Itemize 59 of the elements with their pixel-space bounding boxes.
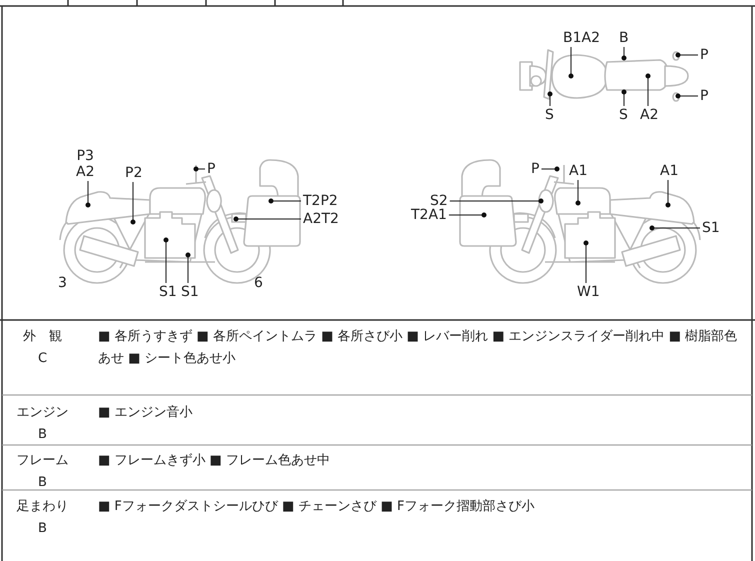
part-label: A2: [640, 107, 658, 123]
part-label: B1A2: [563, 30, 600, 46]
remark-text: ■ エンジン音小: [98, 404, 194, 422]
category-label: エンジン: [16, 404, 70, 422]
part-label: S1: [159, 284, 177, 300]
part-label: P: [207, 161, 216, 177]
leader-line: [268, 198, 302, 204]
category-label: 足まわり: [16, 498, 70, 516]
part-number: 3: [58, 274, 67, 293]
part-label: S: [545, 107, 554, 123]
category-label: フレーム: [16, 452, 70, 470]
grade-label: B: [37, 474, 48, 492]
leader-line: [449, 198, 544, 204]
remark-text: ■ フレームきず小 ■ フレーム色あせ中: [98, 452, 331, 470]
leader-line: [86, 180, 90, 208]
leader-line: [622, 46, 626, 60]
leader-line: [584, 240, 588, 284]
leader-line: [676, 52, 698, 58]
part-label: P2: [125, 165, 142, 181]
remark-text: ■ 各所うすきず ■ 各所ペイントムラ ■ 各所さび小 ■ レバー削れ ■ エンジンスライダー削れ中 ■ 樹脂部色あせ ■ シート色あせ小: [98, 328, 738, 368]
part-label: T2P2: [303, 193, 338, 209]
remark-text: ■ Fフォークダストシールひび ■ チェーンさび ■ Fフォーク摺動部さび小: [98, 498, 536, 516]
grade-label: C: [36, 350, 48, 368]
leader-line: [650, 226, 700, 230]
leader-line: [576, 180, 580, 206]
motorcycle-top-view-drawing: [519, 49, 689, 102]
leader-line: [130, 182, 136, 224]
part-label: S2: [430, 193, 448, 209]
leader-line: [676, 94, 698, 98]
part-label: A2: [76, 164, 94, 180]
leader-line: [568, 46, 574, 78]
leader-line: [666, 180, 670, 208]
part-label: B: [619, 30, 629, 46]
motorcycle-side-view-drawing: [459, 159, 701, 284]
leader-line: [194, 166, 206, 172]
leader-line: [448, 212, 486, 218]
leader-line: [540, 166, 560, 172]
leader-line: [646, 74, 650, 106]
leader-line: [186, 252, 190, 284]
part-label: S1: [181, 284, 199, 300]
part-label: T2A1: [411, 207, 447, 223]
part-label: W1: [577, 284, 600, 300]
part-label: A1: [569, 163, 588, 179]
part-number: 6: [254, 274, 263, 293]
part-label: P: [700, 88, 708, 104]
part-label: A2T2: [303, 211, 339, 227]
grade-label: B: [37, 520, 48, 538]
category-label: 外 観: [22, 328, 63, 346]
part-label: P: [700, 47, 708, 63]
part-label: P3: [76, 148, 94, 164]
part-label: S: [619, 107, 628, 123]
part-label: A1: [660, 163, 678, 179]
part-label: S1: [702, 220, 720, 236]
leader-line: [622, 90, 626, 106]
leader-line: [548, 92, 552, 106]
leader-line: [234, 216, 302, 222]
grade-label: B: [37, 426, 48, 444]
part-label: P: [531, 161, 540, 177]
leader-line: [164, 238, 168, 284]
